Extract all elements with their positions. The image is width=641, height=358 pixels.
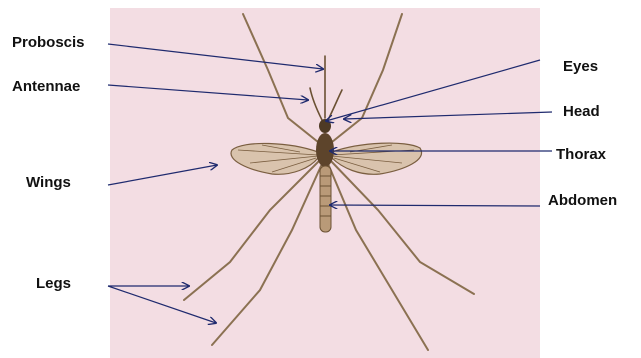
label-legs: Legs [36, 276, 71, 291]
label-abdomen: Abdomen [548, 193, 617, 208]
mosquito-thorax [316, 133, 334, 167]
label-thorax: Thorax [556, 147, 606, 162]
label-eyes: Eyes [563, 59, 598, 74]
label-proboscis: Proboscis [12, 35, 85, 50]
label-head: Head [563, 104, 600, 119]
mosquito-head [319, 119, 331, 133]
label-antennae: Antennae [12, 79, 80, 94]
label-wings: Wings [26, 175, 71, 190]
